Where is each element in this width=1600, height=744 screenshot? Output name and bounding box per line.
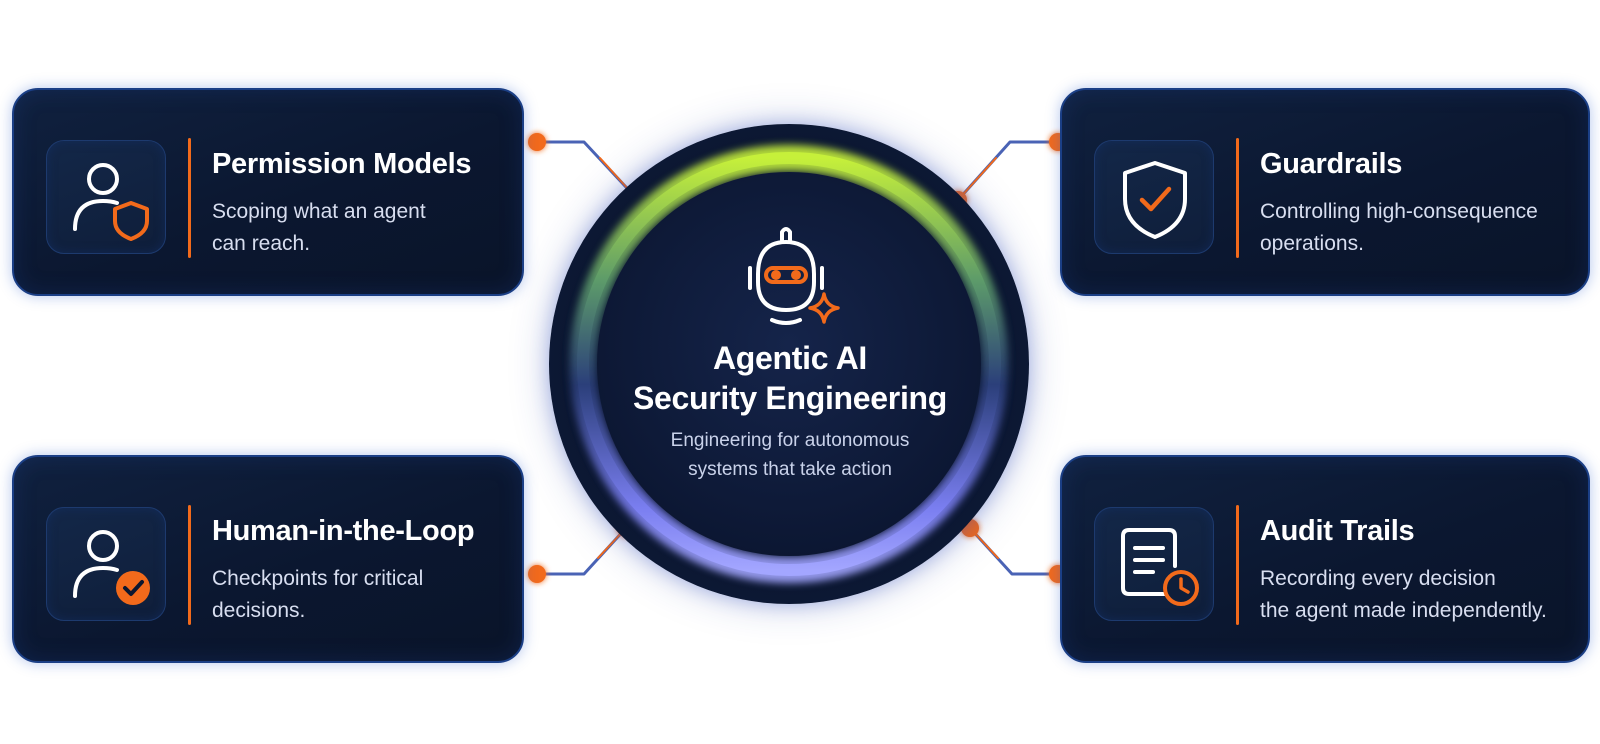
- document-clock-icon: [1121, 528, 1199, 606]
- card-description-line1: Controlling high-consequence: [1260, 200, 1538, 223]
- icon-box: [46, 140, 166, 254]
- icon-box: [1094, 507, 1214, 621]
- card-description: Recording every decision the agent made …: [1260, 563, 1580, 627]
- card-description: Controlling high-consequence operations.: [1260, 196, 1580, 260]
- user-check-icon: [73, 530, 150, 605]
- node-dot: [528, 133, 546, 151]
- hub-ring: [570, 145, 1008, 583]
- icon-box: [46, 507, 166, 621]
- card-description-line2: the agent made independently.: [1260, 599, 1547, 622]
- hub-subtitle: Engineering for autonomous systems that …: [620, 426, 960, 484]
- hub-subtitle-line2: systems that take action: [688, 459, 892, 480]
- card-title: Guardrails: [1260, 148, 1403, 180]
- hub-subtitle-line1: Engineering for autonomous: [670, 430, 910, 451]
- shield-check-icon: [1123, 161, 1187, 239]
- card-description-line1: Scoping what an agent: [212, 200, 426, 223]
- card-description-line2: decisions.: [212, 599, 306, 622]
- card-title: Human-in-the-Loop: [212, 515, 475, 547]
- card-description-line1: Recording every decision: [1260, 567, 1496, 590]
- robot-sparkle-icon: [748, 227, 840, 325]
- card-description: Scoping what an agent can reach.: [212, 196, 522, 260]
- card-audit-trails: Audit Trails Recording every decision th…: [1060, 455, 1590, 663]
- node-dot: [528, 565, 546, 583]
- card-description-line2: operations.: [1260, 232, 1364, 255]
- card-human-in-the-loop: Human-in-the-Loop Checkpoints for critic…: [12, 455, 524, 663]
- hub-title: Agentic AI Security Engineering: [620, 338, 960, 418]
- accent-divider: [188, 505, 191, 625]
- card-guardrails: Guardrails Controlling high-consequence …: [1060, 88, 1590, 296]
- hub-title-line2: Security Engineering: [632, 380, 948, 416]
- card-permission-models: Permission Models Scoping what an agent …: [12, 88, 524, 296]
- card-description: Checkpoints for critical decisions.: [212, 563, 522, 627]
- user-shield-icon: [73, 163, 149, 241]
- card-description-line1: Checkpoints for critical: [212, 567, 424, 590]
- accent-divider: [1236, 505, 1239, 625]
- accent-divider: [1236, 138, 1239, 258]
- card-description-line2: can reach.: [212, 232, 311, 255]
- icon-box: [1094, 140, 1214, 254]
- card-title: Permission Models: [212, 148, 472, 180]
- accent-divider: [188, 138, 191, 258]
- hub-title-line1: Agentic AI: [712, 340, 868, 376]
- hub-circle: [549, 124, 1029, 604]
- card-title: Audit Trails: [1260, 515, 1415, 547]
